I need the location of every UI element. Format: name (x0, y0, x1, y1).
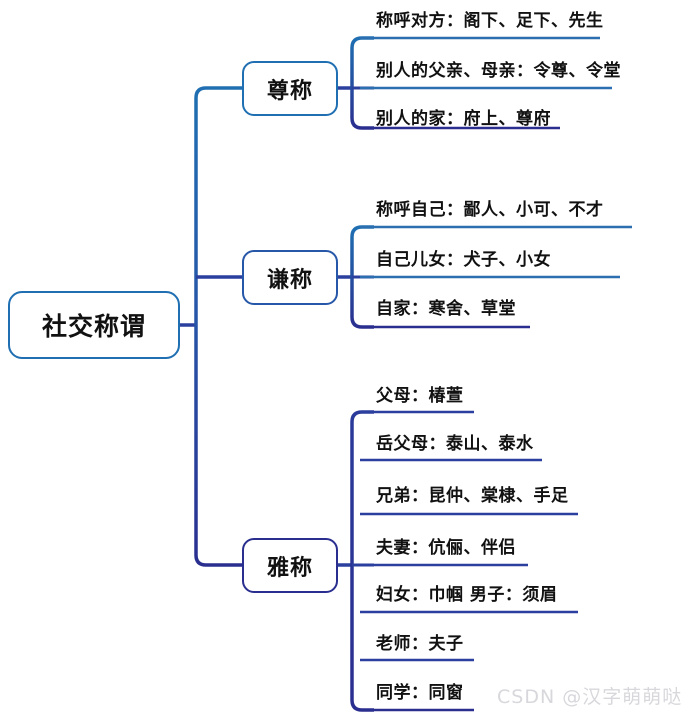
branch-node-zunchen[interactable]: 尊称 (242, 61, 338, 116)
leaf-item: 别人的父亲、母亲：令尊、令堂 (376, 61, 621, 81)
leaf-item: 自己儿女：犬子、小女 (376, 250, 551, 270)
underlines-branch-1 (360, 36, 612, 130)
branch-node-label: 尊称 (266, 78, 313, 104)
branch-node-yachen[interactable]: 雅称 (242, 538, 338, 593)
mindmap-root-node[interactable]: 社交称谓 (8, 291, 180, 359)
branch-node-label: 雅称 (266, 555, 313, 581)
leaf-item: 称呼自己：鄙人、小可、不才 (376, 200, 604, 220)
leaf-item: 夫妻：伉俪、伴侣 (376, 538, 516, 558)
leaf-item: 自家：寒舍、草堂 (376, 299, 516, 319)
branch-node-qianchen[interactable]: 谦称 (242, 250, 338, 305)
leaf-item: 父母：椿萱 (376, 386, 464, 406)
leaf-item: 同学：同窗 (376, 683, 464, 703)
underlines-branch-3 (360, 410, 578, 712)
watermark-label: CSDN @汉字萌萌哒 (497, 686, 683, 708)
leaf-item: 岳父母：泰山、泰水 (376, 434, 534, 454)
connector-branch-1 (338, 36, 374, 130)
leaf-item: 兄弟：昆仲、棠棣、手足 (376, 486, 569, 506)
branch-node-label: 谦称 (266, 267, 313, 293)
leaf-item: 老师：夫子 (376, 634, 464, 654)
leaf-item: 称呼对方：阁下、足下、先生 (376, 11, 604, 31)
underlines-branch-2 (360, 225, 632, 329)
connector-main-spine (194, 86, 243, 567)
root-node-label: 社交称谓 (41, 312, 146, 341)
leaf-item: 别人的家：府上、尊府 (376, 109, 551, 129)
leaf-item: 妇女：巾帼 男子：须眉 (376, 585, 558, 605)
connector-branch-3 (338, 410, 374, 712)
